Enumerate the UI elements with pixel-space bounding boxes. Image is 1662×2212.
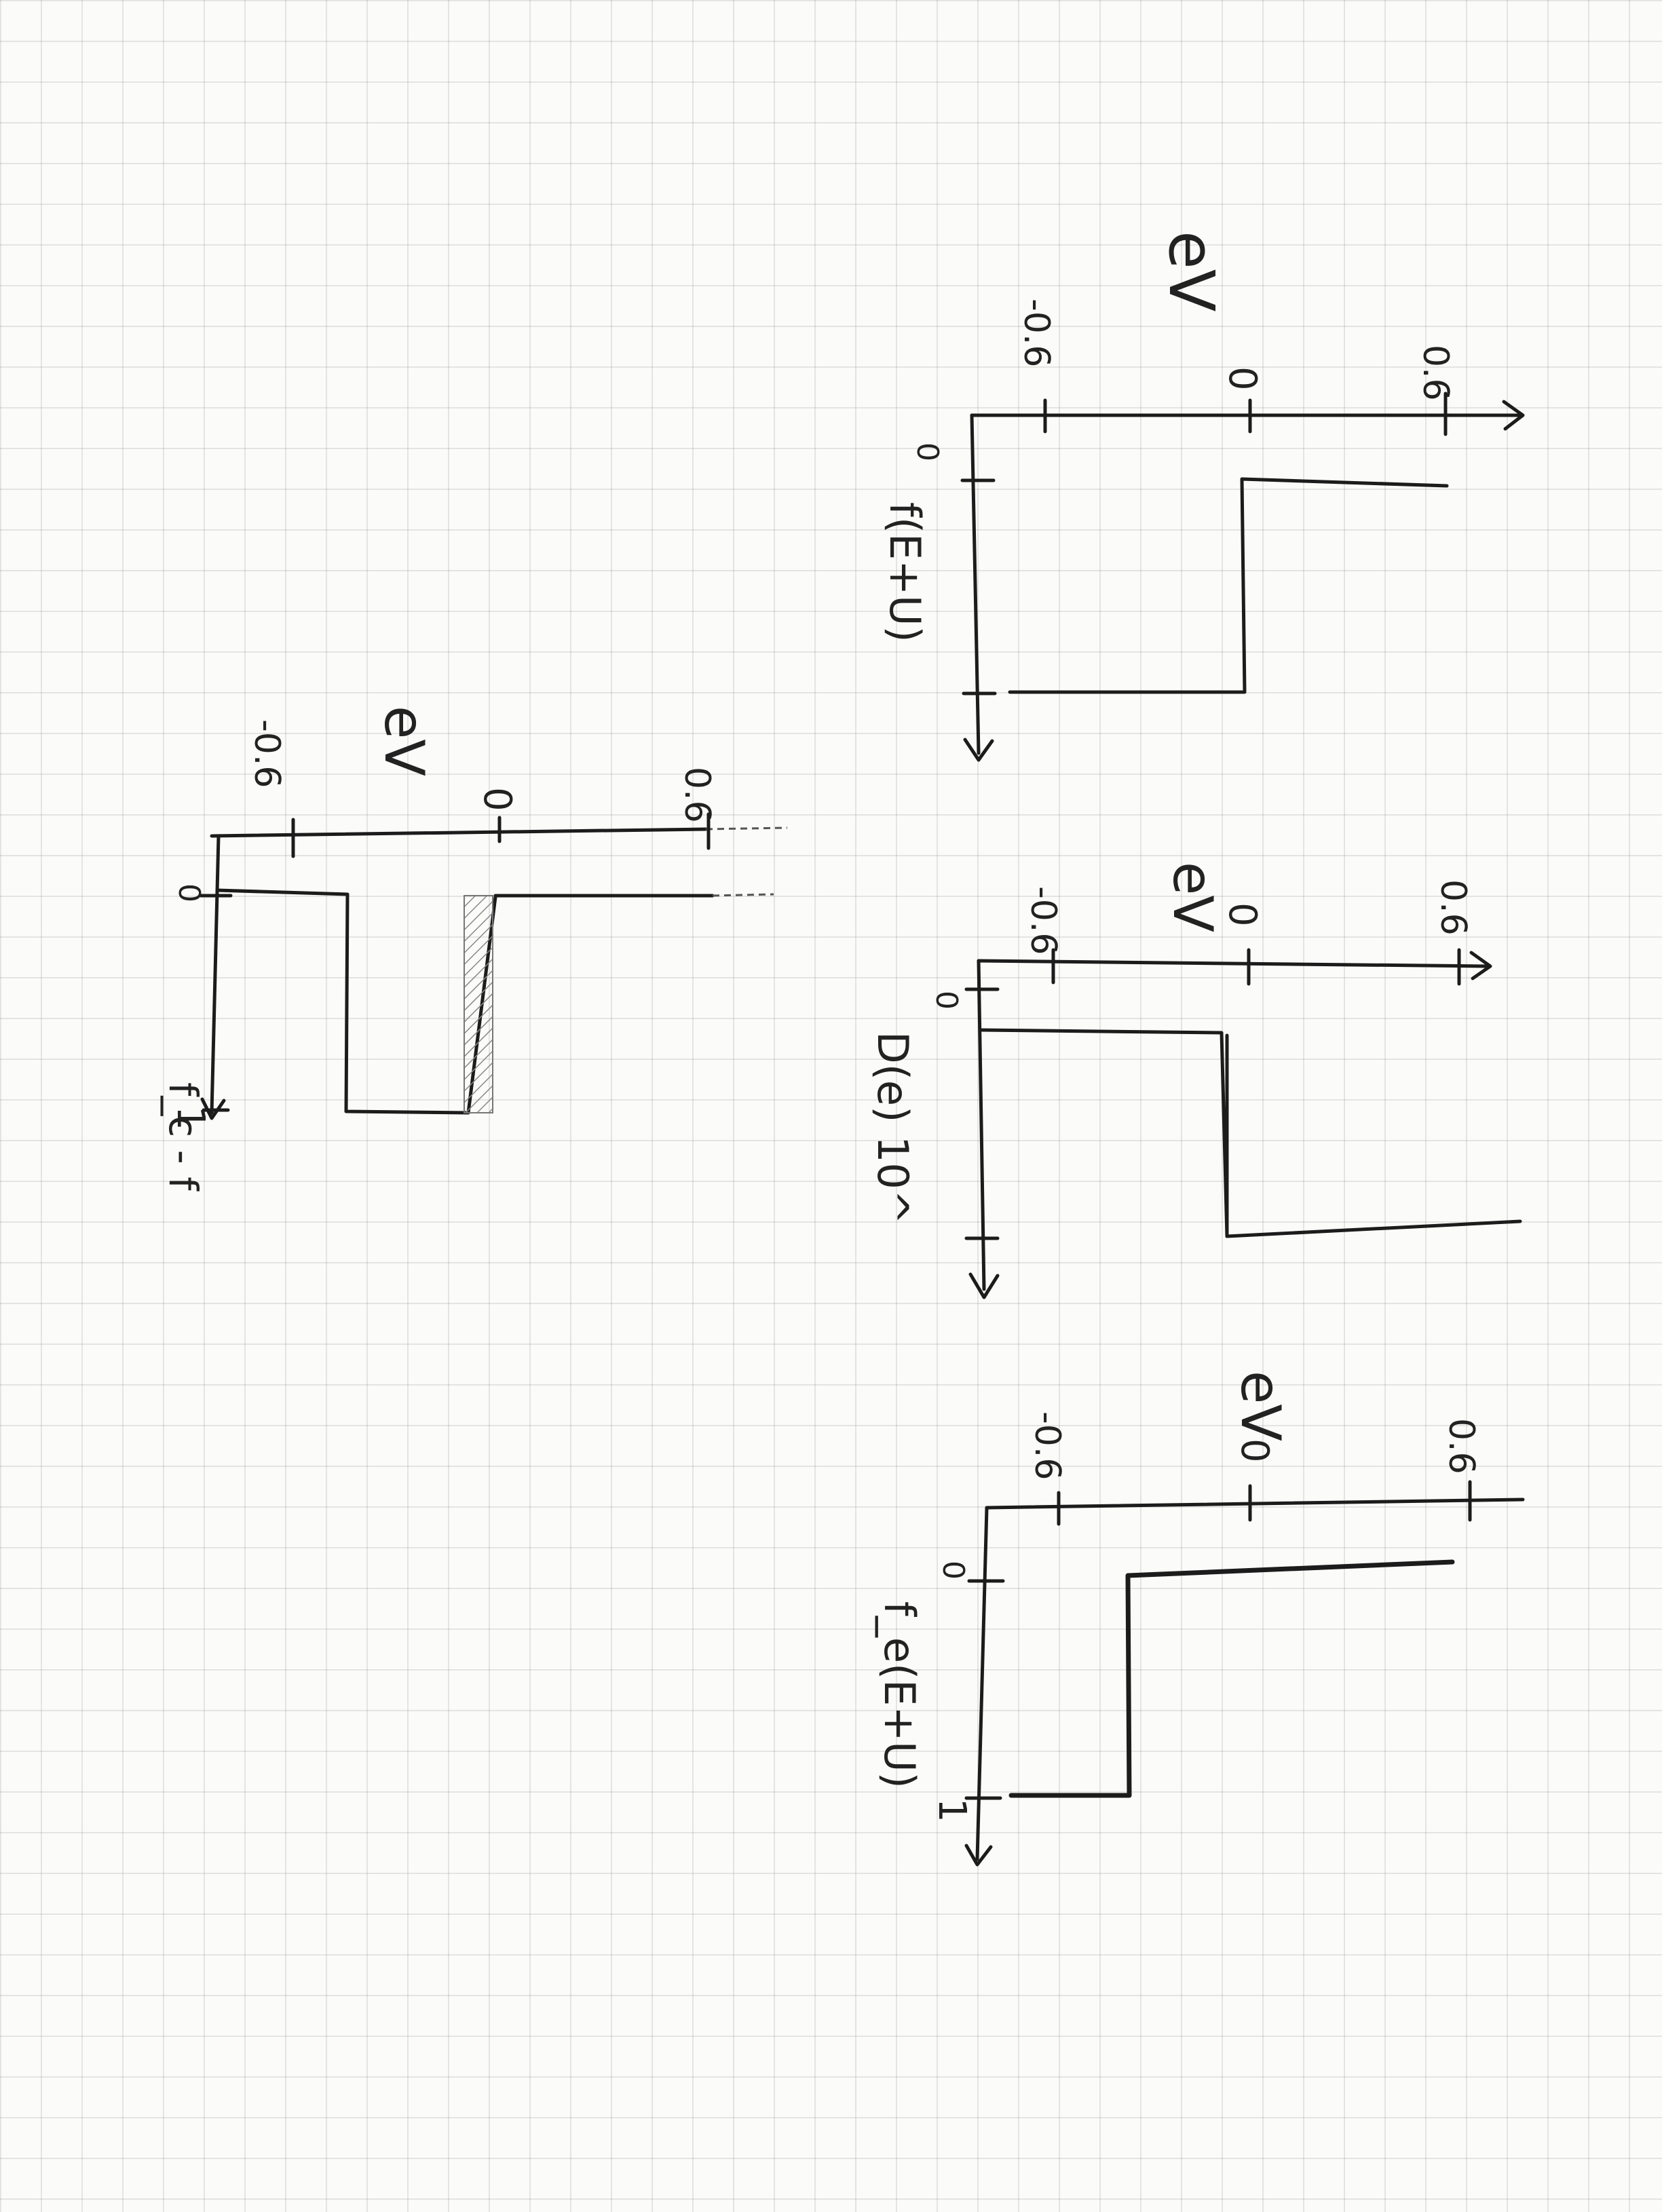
top-tick-label-pos: 0.6	[677, 767, 717, 823]
middle-unit-label: eV	[1161, 862, 1224, 932]
right-y-arrow	[963, 738, 994, 762]
middle-tick-label-neg: -0.6	[1023, 886, 1063, 955]
top-y-axis	[210, 834, 221, 1115]
middle-y-axis	[977, 959, 986, 1291]
top-tick-label-neg: -0.6	[246, 719, 287, 788]
top-x-axis-extension	[705, 826, 788, 831]
panel-middle: D(e) 10^ 0 eV -0.6 0 0.6	[868, 862, 1522, 1299]
right-y-axis	[970, 413, 981, 755]
top-y-arrow	[200, 1097, 226, 1120]
middle-y-label: D(e) 10^	[868, 1031, 918, 1225]
top-y-max-label: 1	[168, 1106, 212, 1130]
right-unit-label: eV	[1155, 231, 1228, 312]
right-y-label: f(E+U)	[880, 502, 930, 643]
top-curve-step	[215, 888, 497, 1115]
right-y-origin-label: 0	[910, 442, 945, 461]
bottom-unit-label: eV	[1229, 1371, 1292, 1441]
middle-tick-label-zero: 0	[1220, 902, 1264, 927]
top-x-axis	[210, 827, 708, 838]
top-curve-tail-dash	[712, 893, 774, 897]
bottom-y-arrow	[964, 1844, 993, 1867]
right-x-arrow	[1502, 400, 1525, 431]
top-y-label: f_c - f	[160, 1082, 206, 1191]
bottom-tick-label-pos: 0.6	[1441, 1418, 1481, 1474]
top-hatched-band	[464, 895, 493, 1113]
bottom-y-max-label: 1	[930, 1798, 974, 1823]
panel-top: f_c - f 1 0 eV -0.6 0 0.6	[160, 706, 788, 1191]
bottom-tick-label-neg: -0.6	[1027, 1411, 1068, 1480]
panel-right: f(E+U) 0 eV -0.6 0 0.6	[880, 231, 1525, 762]
bottom-tick-label-zero: 0	[1232, 1438, 1277, 1463]
bottom-x-axis	[985, 1498, 1525, 1510]
bottom-y-label: f_e(E+U)	[875, 1601, 924, 1789]
middle-curve-step	[979, 1028, 1522, 1238]
panel-bottom: f_e(E+U) 1 0 eV -0.6 0 0.6	[875, 1371, 1525, 1867]
bottom-y-origin-label: 0	[936, 1561, 970, 1580]
middle-x-arrow	[1469, 951, 1492, 980]
right-tick-label-pos: 0.6	[1415, 345, 1456, 401]
bottom-curve-step	[1008, 1559, 1455, 1798]
bottom-y-axis	[975, 1506, 989, 1861]
right-curve-step	[1008, 477, 1449, 694]
top-unit-label: eV	[373, 706, 436, 776]
middle-tick-label-pos: 0.6	[1433, 879, 1473, 936]
middle-x-axis	[977, 959, 1488, 968]
middle-y-origin-label: 0	[929, 991, 964, 1010]
top-y-origin-label: 0	[172, 883, 206, 902]
top-tick-label-zero: 0	[475, 787, 519, 812]
right-tick-label-zero: 0	[1220, 366, 1264, 391]
right-tick-label-neg: -0.6	[1016, 299, 1057, 367]
middle-y-arrow	[968, 1272, 1000, 1299]
